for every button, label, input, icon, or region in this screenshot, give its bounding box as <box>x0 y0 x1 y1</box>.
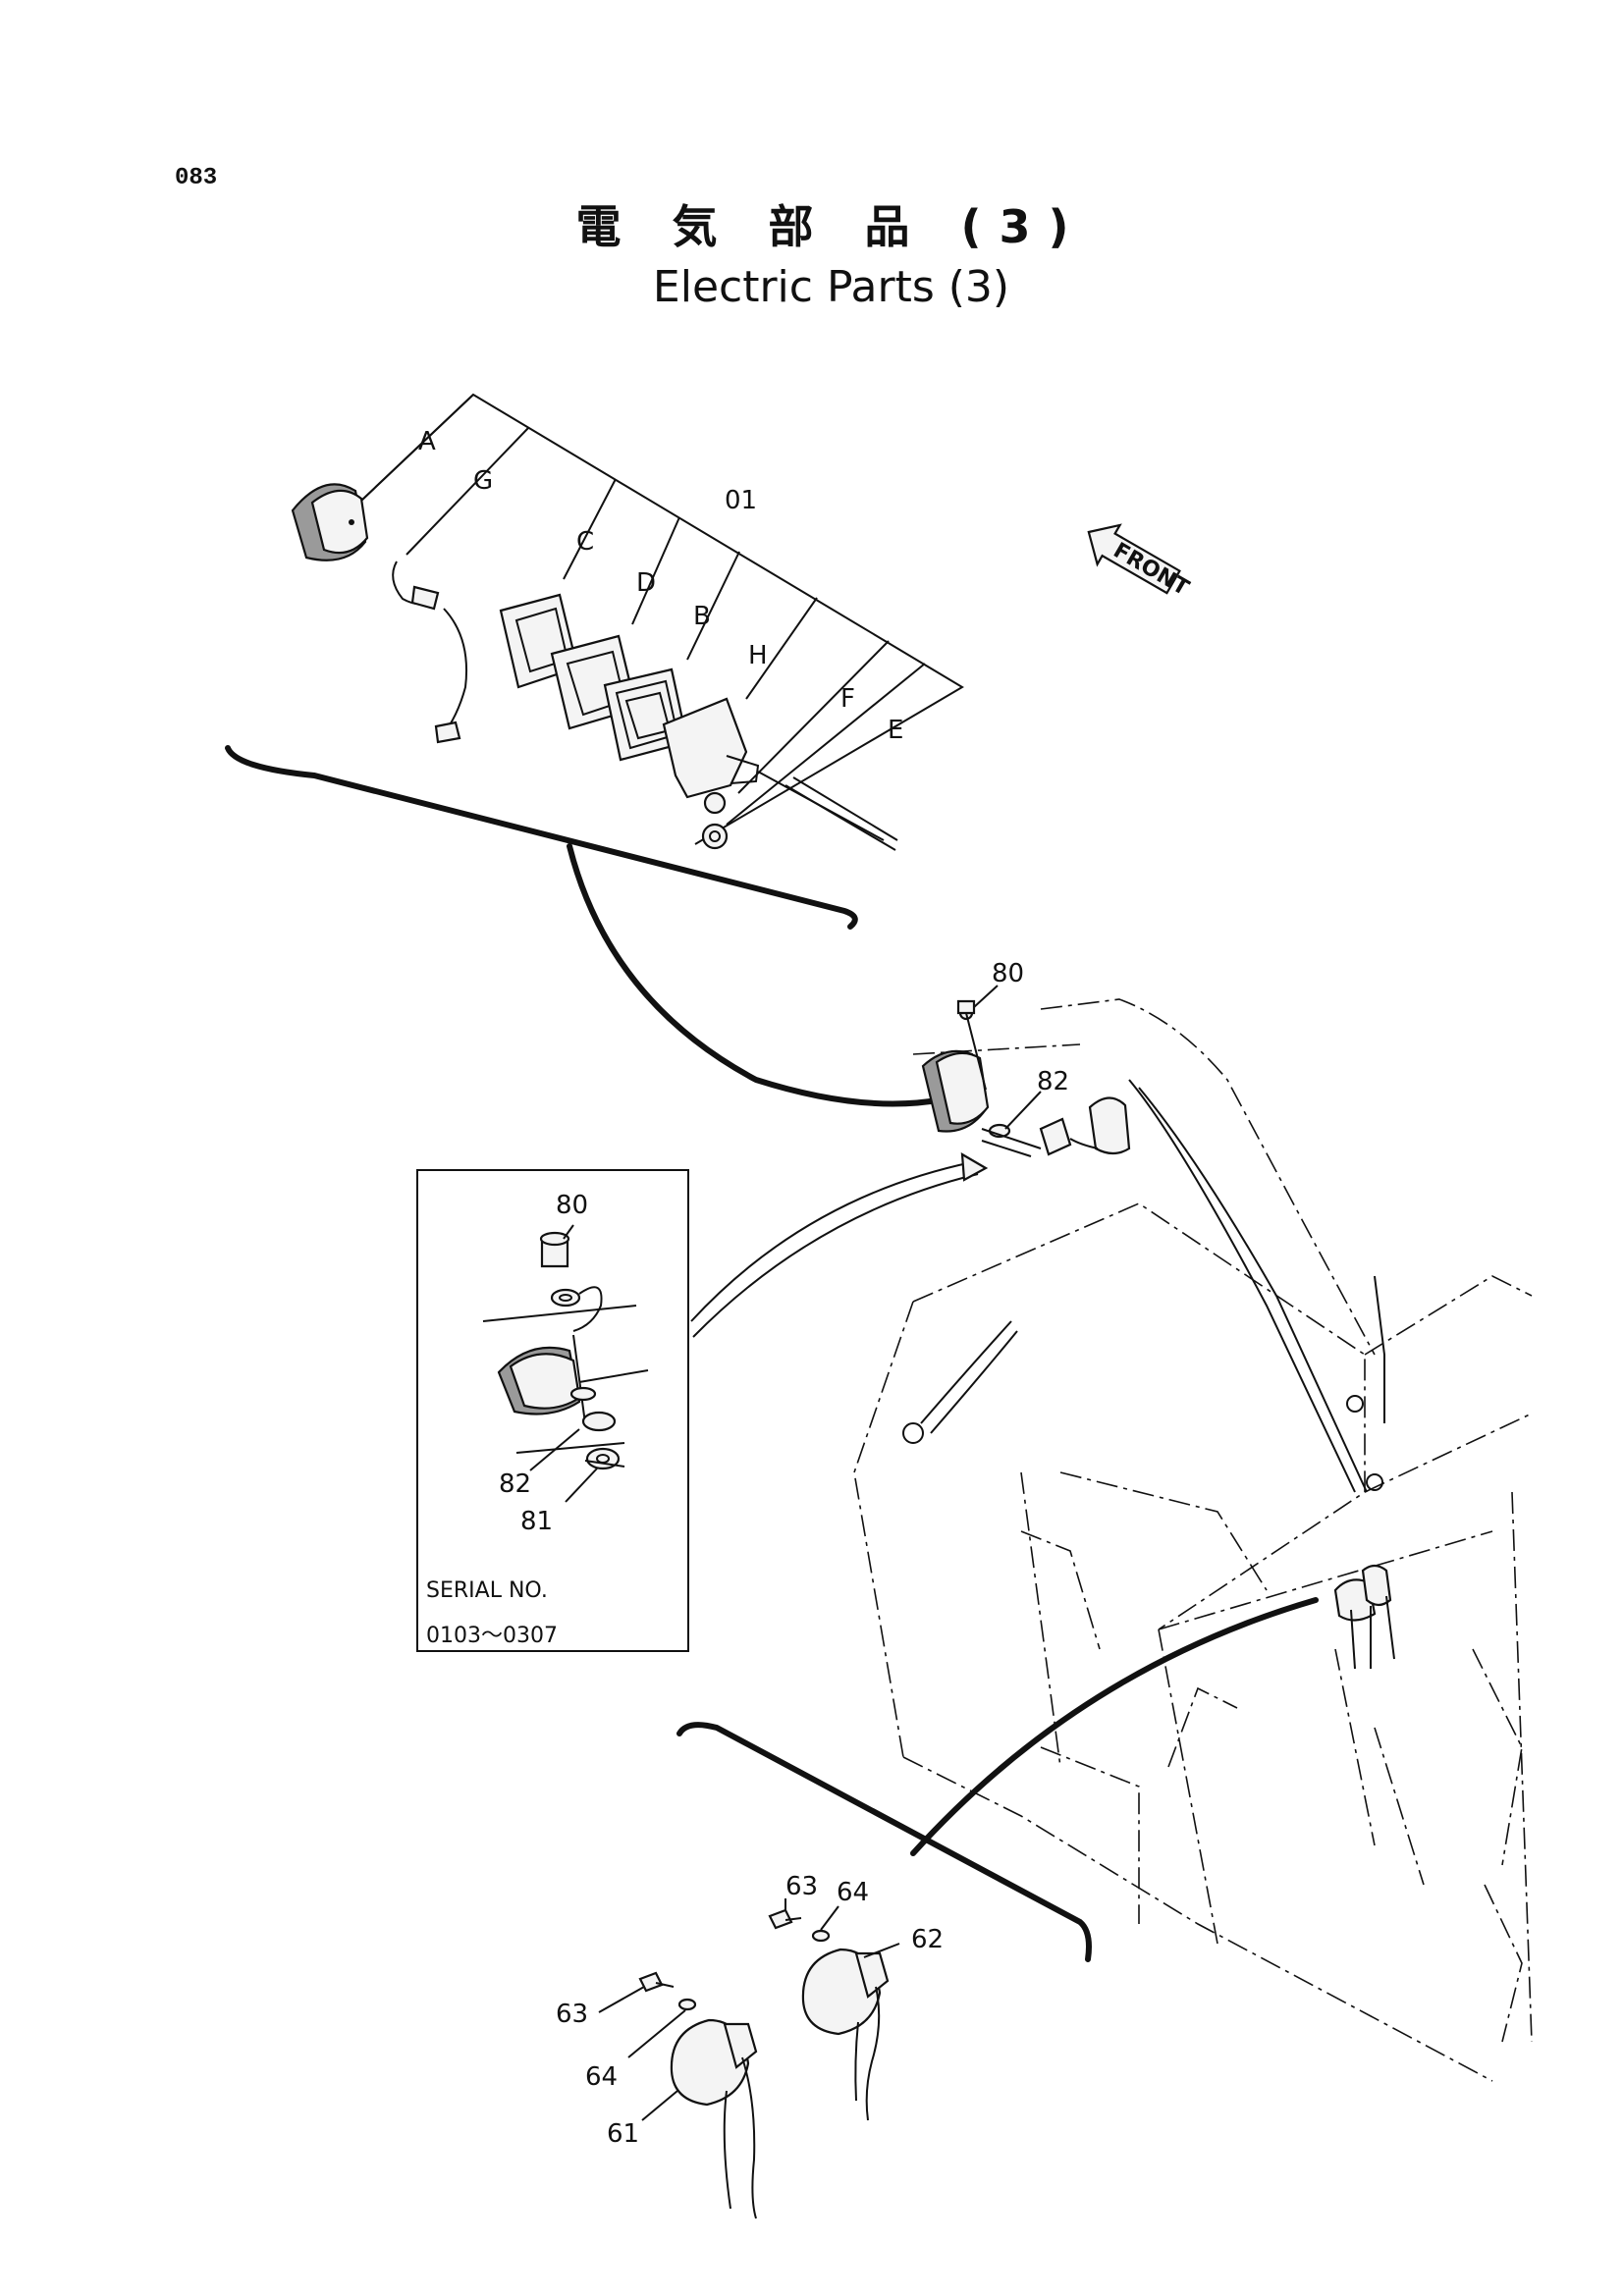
leader-b <box>686 551 740 661</box>
label-64-right: 64 <box>837 1878 869 1907</box>
leader-62 <box>863 1943 900 1958</box>
part-a-lamp <box>291 483 369 561</box>
title-block: 電 気 部 品 (3) Electric Parts (3) <box>0 191 1623 312</box>
main-lamp-assembly <box>921 999 1131 1157</box>
part-h-housing <box>662 697 885 841</box>
part-g-wire <box>392 561 468 744</box>
leader-e <box>726 663 926 826</box>
part-f-washer <box>703 791 727 815</box>
leader-f <box>737 640 890 794</box>
horn-right <box>768 1908 890 2121</box>
page-number: 083 <box>175 165 218 191</box>
cable-a <box>784 784 896 851</box>
callout-bracket-top <box>225 745 858 930</box>
label-63-right: 63 <box>785 1872 818 1901</box>
machine-body-outline <box>853 998 1533 2082</box>
lamp-exploded-view <box>225 393 964 1107</box>
title-english: Electric Parts (3) <box>652 262 1010 312</box>
front-arrow-label: FRONT <box>1109 538 1193 601</box>
title-japanese: 電 気 部 品 (3) <box>575 200 1087 253</box>
label-g: G <box>473 466 493 496</box>
label-82-inset: 82 <box>499 1469 531 1499</box>
leader-80-main <box>973 985 999 1008</box>
part-e-nut <box>701 823 729 850</box>
serial-inset-box <box>416 1169 689 1652</box>
leader-a <box>360 394 474 502</box>
label-h: H <box>748 641 768 670</box>
label-81-inset: 81 <box>520 1507 553 1536</box>
label-c: C <box>576 527 594 557</box>
inset-to-main-arrow-2 <box>692 1173 979 1338</box>
leader-81-inset <box>565 1468 598 1503</box>
label-62: 62 <box>911 1925 944 1954</box>
leader-h <box>745 597 818 700</box>
part-e-nut-hole <box>709 830 721 842</box>
label-d: D <box>636 568 656 598</box>
leader-63-left <box>598 1986 645 2013</box>
label-61: 61 <box>607 2119 639 2149</box>
leader-64-right <box>820 1905 839 1931</box>
callout-bracket-bottom <box>676 1722 1092 1962</box>
leader-80-inset <box>563 1224 574 1240</box>
callout-link-top <box>567 843 946 1107</box>
leader-82-main <box>1004 1091 1042 1130</box>
inset-to-main-arrow <box>690 1161 973 1322</box>
label-e: E <box>888 716 903 745</box>
label-82-main: 82 <box>1037 1067 1069 1096</box>
label-80-main: 80 <box>992 959 1024 988</box>
leader-61 <box>641 2090 678 2121</box>
leader-82-inset <box>529 1428 580 1471</box>
label-a: A <box>418 427 436 456</box>
serial-range: 0103～0307 <box>426 1624 558 1648</box>
inset-lamp-assembly <box>482 1231 649 1470</box>
serial-label: SERIAL NO. <box>426 1578 548 1603</box>
callout-link-bottom <box>910 1597 1319 1856</box>
label-01: 01 <box>725 486 757 515</box>
label-f: F <box>840 684 855 714</box>
front-arrow: FRONT <box>1087 523 1193 601</box>
leader-c <box>563 478 617 580</box>
label-64-left: 64 <box>585 2062 618 2092</box>
cable-b <box>792 776 898 841</box>
label-b: B <box>693 602 711 631</box>
inset-arrowhead <box>960 1151 989 1182</box>
leader-g <box>406 427 529 556</box>
label-80-inset: 80 <box>556 1191 588 1220</box>
leader-d <box>631 516 680 625</box>
horn-left <box>638 1971 758 2219</box>
leader-64-left <box>627 2009 686 2058</box>
label-63-left: 63 <box>556 2000 588 2029</box>
